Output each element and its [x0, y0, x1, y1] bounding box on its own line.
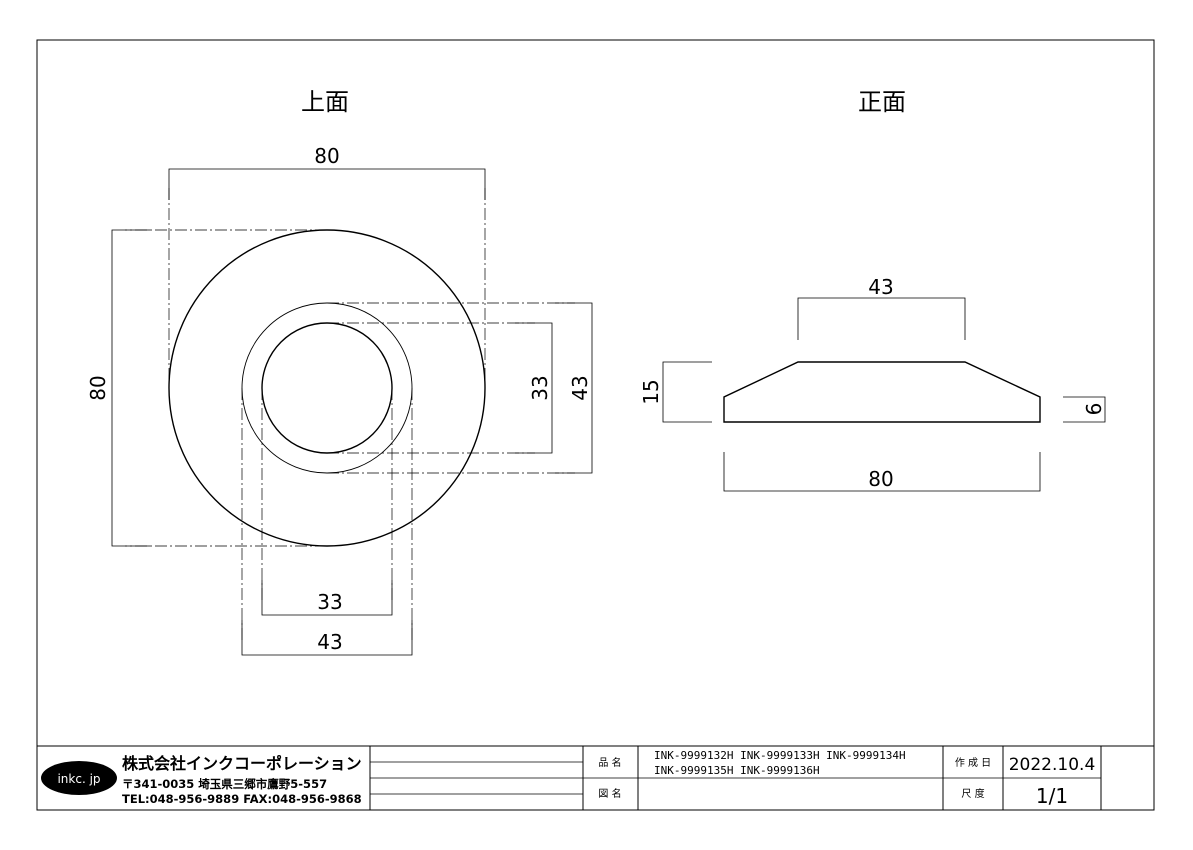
dim-top-width: 80: [314, 144, 339, 168]
dim-outer-vertical: 43: [568, 375, 592, 400]
scale-label: 尺 度: [961, 787, 984, 800]
dim-outer-horizontal: 43: [317, 630, 342, 654]
logo-ellipse: [41, 761, 117, 795]
dim-top-height: 80: [86, 375, 110, 400]
logo-text: inkc. jp: [57, 772, 100, 786]
dim-front-top: 43: [868, 275, 893, 299]
product-line-1: INK-9999132H INK-9999133H INK-9999134H: [654, 749, 906, 762]
dim-inner-vertical: 33: [528, 375, 552, 400]
drawing-border: [36, 39, 1155, 811]
dim-front-height: 15: [639, 379, 663, 404]
dim-front-edge: 6: [1082, 403, 1106, 416]
date-value: 2022.10.4: [1009, 755, 1096, 775]
dimension-lines: [111, 168, 593, 656]
outer-circle: [168, 229, 486, 547]
product-label: 品 名: [598, 756, 621, 769]
dim-front-bottom: 80: [868, 467, 893, 491]
company-name: 株式会社インクコーポレーション: [122, 754, 362, 773]
company-address: 〒341-0035 埼玉県三郷市鷹野5-557: [122, 777, 327, 791]
front-dimension-lines: [662, 297, 1106, 492]
projection-lines: [125, 188, 575, 640]
inner-circle: [261, 322, 393, 454]
company-contact: TEL:048-956-9889 FAX:048-956-9868: [122, 792, 362, 806]
date-label: 作 成 日: [955, 757, 991, 769]
title-block: inkc. jp 株式会社インクコーポレーション 〒341-0035 埼玉県三郷…: [37, 745, 1154, 810]
front-profile: [723, 361, 1041, 423]
dim-inner-horizontal: 33: [317, 590, 342, 614]
middle-circle: [241, 302, 413, 474]
top-view-title: 上面: [301, 88, 349, 116]
product-line-2: INK-9999135H INK-9999136H: [654, 764, 820, 777]
front-view-title: 正面: [858, 88, 906, 116]
front-view: 43 15 6 80: [639, 275, 1106, 492]
top-view: 80 80 33 43 33 43: [86, 144, 593, 656]
drawing-label: 図 名: [598, 787, 621, 800]
scale-value: 1/1: [1036, 784, 1068, 808]
